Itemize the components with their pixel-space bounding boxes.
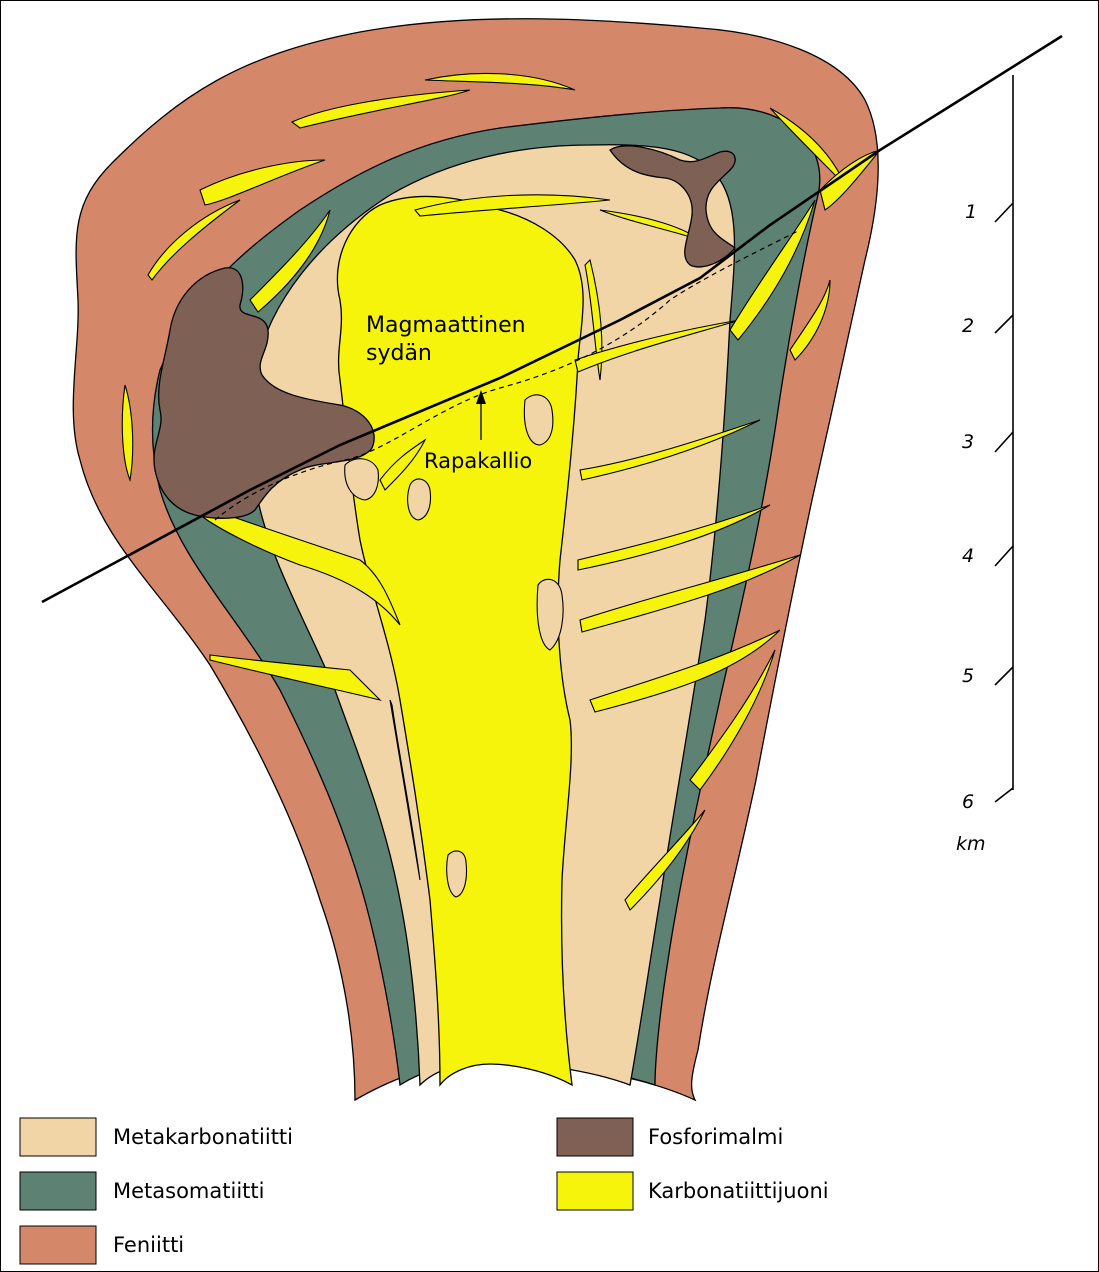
- legend-label-metakarbonatiitti: Metakarbonatiitti: [113, 1125, 293, 1149]
- legend-label-metasomatiitti: Metasomatiitti: [113, 1179, 264, 1203]
- legend-swatch-metakarbonatiitti: [20, 1118, 96, 1156]
- scale-tick-label-5: 5: [962, 665, 974, 687]
- depth-scale: [995, 75, 1013, 802]
- scale-tick-label-1: 1: [965, 201, 977, 223]
- legend-label-fosforimalmi: Fosforimalmi: [648, 1125, 783, 1149]
- core-label-line2: sydän: [366, 341, 432, 366]
- legend-label-karbonatiittijuoni: Karbonatiittijuoni: [648, 1179, 829, 1203]
- scale-tick-label-6: 6: [962, 791, 974, 813]
- scale-tick-label-2: 2: [962, 315, 974, 337]
- legend-swatch-fosforimalmi: [557, 1118, 633, 1156]
- legend-label-feniitti: Feniitti: [113, 1233, 184, 1257]
- core-label-line1: Magmaattinen: [366, 313, 526, 338]
- legend: Metakarbonatiitti Metasomatiitti Feniitt…: [20, 1118, 829, 1264]
- legend-swatch-metasomatiitti: [20, 1172, 96, 1210]
- scale-tick-label-4: 4: [962, 545, 974, 567]
- scale-unit-label: km: [956, 833, 986, 855]
- scale-tick-label-3: 3: [962, 431, 974, 453]
- rapakallio-label: Rapakallio: [424, 449, 532, 473]
- legend-swatch-karbonatiittijuoni: [557, 1172, 633, 1210]
- legend-swatch-feniitti: [20, 1226, 96, 1264]
